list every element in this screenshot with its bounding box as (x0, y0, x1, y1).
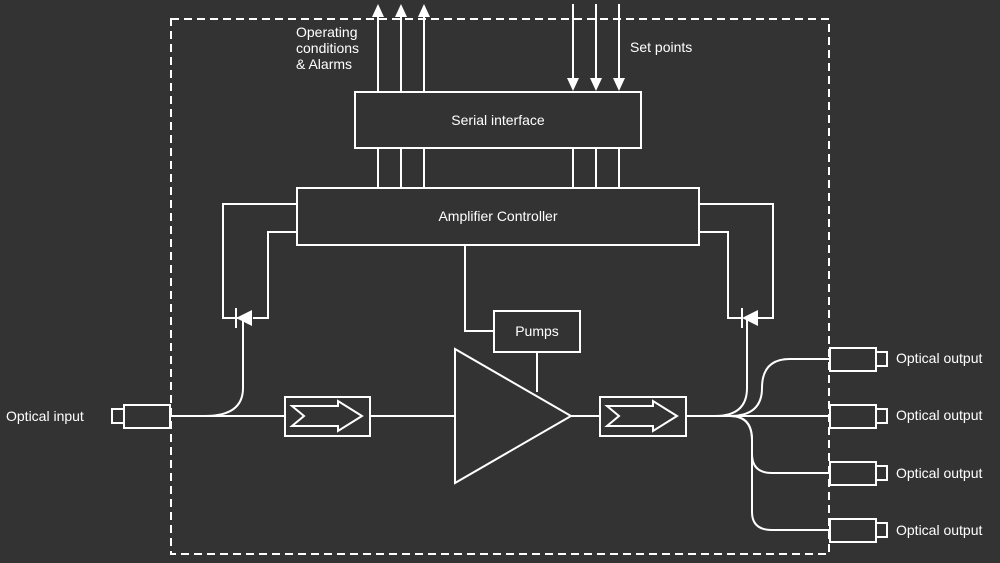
control-bus (377, 148, 620, 188)
status-output-arrows (372, 4, 430, 92)
output-connector-1 (829, 347, 888, 372)
serial-interface-label: Serial interface (451, 112, 545, 128)
output-connector-4 (829, 518, 888, 543)
output-connector-2 (829, 404, 888, 429)
amplifier-controller-box (296, 187, 700, 246)
input-isolator (284, 396, 371, 437)
optical-output-label-3: Optical output (896, 465, 982, 481)
amplifier-controller-label: Amplifier Controller (438, 208, 557, 224)
serial-interface-box (354, 91, 642, 149)
input-connector (111, 404, 171, 429)
input-monitor-wiring (204, 203, 297, 417)
optical-input-label: Optical input (6, 408, 84, 424)
set-points-label: Set points (630, 39, 692, 55)
amplifier-gain-block (454, 347, 573, 485)
operating-conditions-label-line-3: & Alarms (296, 56, 352, 72)
pumps-label: Pumps (515, 323, 559, 339)
optical-output-label-4: Optical output (896, 522, 982, 538)
optical-output-label-1: Optical output (896, 350, 982, 366)
pumps-box (493, 310, 581, 353)
output-connector-3 (829, 461, 888, 486)
set-point-input-arrows (567, 4, 625, 91)
module-boundary (170, 18, 830, 555)
operating-conditions-label-line-1: Operating (296, 24, 357, 40)
optical-output-label-2: Optical output (896, 407, 982, 423)
output-isolator (599, 396, 687, 437)
input-photodiode-icon (235, 308, 252, 328)
pump-control-line (464, 245, 494, 332)
output-photodiode-icon (741, 308, 758, 328)
operating-conditions-label-line-2: conditions (296, 40, 359, 56)
output-splitter-lines (729, 358, 830, 531)
